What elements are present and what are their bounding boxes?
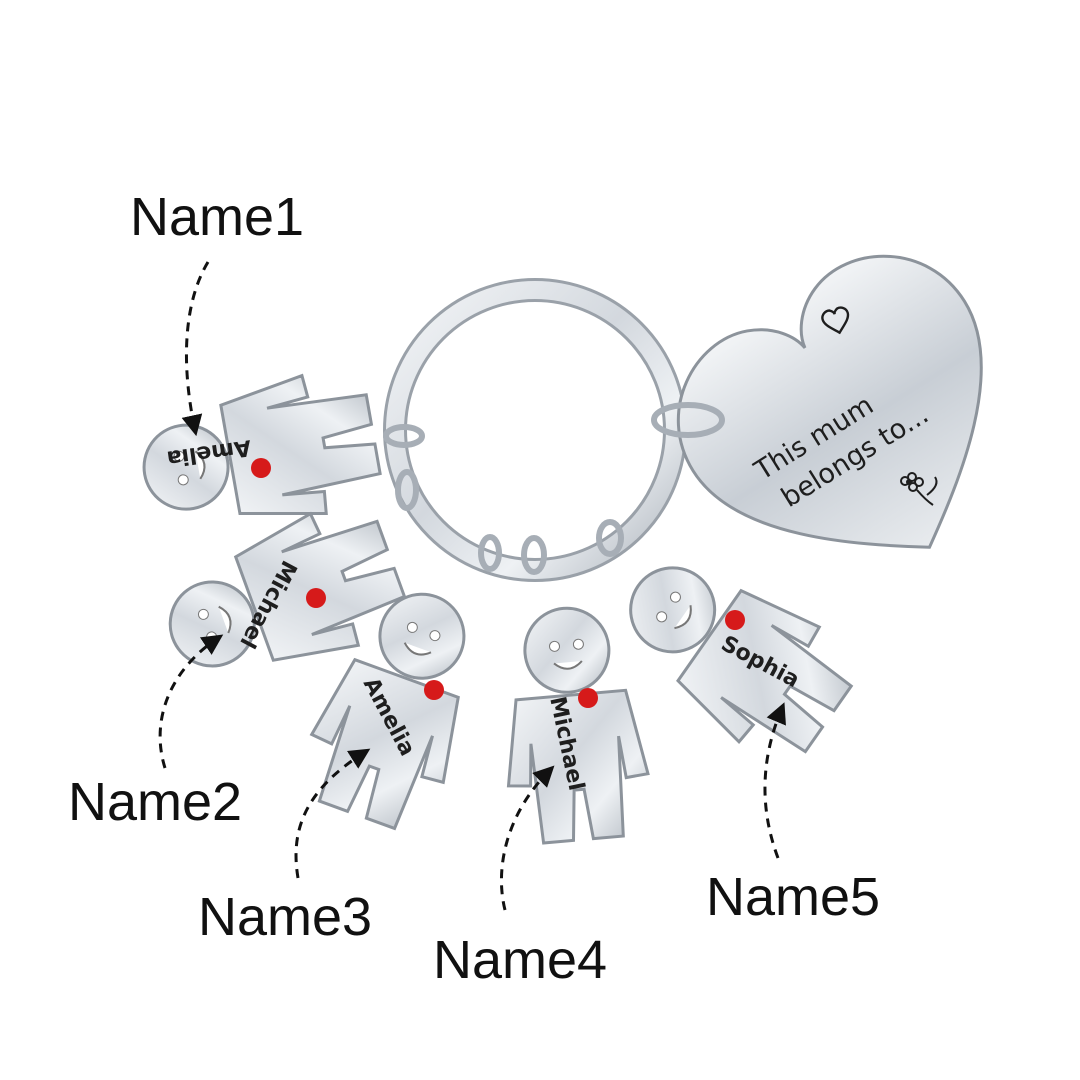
jump-rings — [383, 402, 725, 575]
charm-1-heart-icon — [251, 458, 271, 478]
charm-5 — [629, 566, 854, 754]
charm-2-heart-icon — [306, 588, 326, 608]
arrow-2 — [158, 634, 224, 769]
charm-5-heart-icon — [725, 610, 745, 630]
arrow-5 — [763, 702, 786, 859]
charm-4 — [506, 606, 650, 845]
callout-name3: Name3 — [198, 887, 373, 947]
heart-tag: This mum belongs to... — [676, 254, 983, 549]
charm-2 — [168, 511, 407, 668]
callout-arrows — [158, 261, 786, 911]
callout-name5: Name5 — [706, 867, 881, 927]
callout-name1: Name1 — [130, 187, 305, 247]
callout-name2: Name2 — [68, 772, 243, 832]
callout-name4: Name4 — [433, 930, 608, 990]
charm-3-heart-icon — [424, 680, 444, 700]
charm-3 — [309, 592, 466, 831]
arrow-1 — [181, 261, 210, 437]
charm-4-heart-icon — [578, 688, 598, 708]
arrow-3 — [294, 748, 371, 879]
arrow-4 — [499, 765, 555, 911]
key-ring — [383, 278, 687, 582]
flower-icon — [900, 472, 938, 506]
charm-1 — [142, 373, 382, 516]
